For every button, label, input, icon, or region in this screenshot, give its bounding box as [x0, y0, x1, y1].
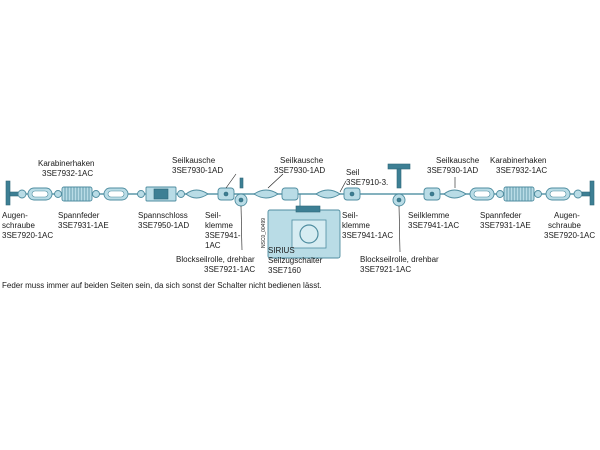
thimble-1-icon [185, 189, 209, 199]
label-augenschraube-right: Augen- schraube 3SE7920-1AC [544, 211, 595, 240]
footnote: Feder muss immer auf beiden Seiten sein,… [2, 281, 322, 290]
label-seil: Seil 3SE7910-3. [346, 168, 388, 187]
carabiner-right-2-icon [545, 187, 571, 201]
label-blockseilrolle-left: Blockseilrolle, drehbar 3SE7921-1AC [176, 255, 257, 274]
label-spannfeder-right: Spannfeder 3SE7931-1AE [480, 211, 531, 230]
rope-pull-switch-icon [267, 194, 341, 259]
eye-bolt-left-icon [5, 180, 27, 206]
thimble-2-icon [253, 187, 299, 201]
label-spannfeder-left: Spannfeder 3SE7931-1AE [58, 211, 109, 230]
carabiner-right-icon [469, 187, 495, 201]
switch-code-label: NSC0_00499 [261, 218, 267, 248]
label-karabinerhaken-right: Karabinerhaken 3SE7932-1AC [490, 156, 549, 175]
tension-spring-right-icon [496, 186, 542, 202]
turnbuckle-icon [137, 186, 185, 202]
label-karabinerhaken-left: Karabinerhaken 3SE7932-1AC [38, 159, 97, 178]
label-seilkausche-3: Seilkausche 3SE7930-1AD [427, 156, 481, 175]
label-seilklemme-right: Seilklemme 3SE7941-1AC [408, 211, 459, 230]
label-spannschloss: Spannschloss 3SE7950-1AD [138, 211, 190, 230]
label-seilklemme-left: Seil- klemme 3SE7941- 1AC [205, 211, 243, 250]
label-augenschraube-left: Augen- schraube 3SE7920-1AC [2, 211, 53, 240]
eye-bolt-right-icon [573, 180, 595, 206]
label-seilklemme-mid: Seil- klemme 3SE7941-1AC [342, 211, 393, 240]
label-sirius: SIRIUS Seilzugschalter 3SE7160 [268, 246, 324, 275]
carabiner-left-2-icon [103, 187, 129, 201]
label-blockseilrolle-right: Blockseilrolle, drehbar 3SE7921-1AC [360, 255, 441, 274]
carabiner-left-icon [27, 187, 53, 201]
rope-clamp-right-icon [423, 187, 441, 201]
rope-clamp-mid-icon [343, 187, 361, 201]
pulley-right-icon [387, 163, 411, 207]
label-seilkausche-1: Seilkausche 3SE7930-1AD [172, 156, 223, 175]
rope-clamp-left-icon [217, 187, 235, 201]
thimble-4-icon [443, 189, 467, 199]
pulley-left-icon [234, 177, 248, 207]
tension-spring-left-icon [54, 186, 100, 202]
label-seilkausche-2: Seilkausche 3SE7930-1AD [274, 156, 325, 175]
thimble-3-icon [315, 189, 341, 199]
leader-lines [225, 173, 456, 253]
